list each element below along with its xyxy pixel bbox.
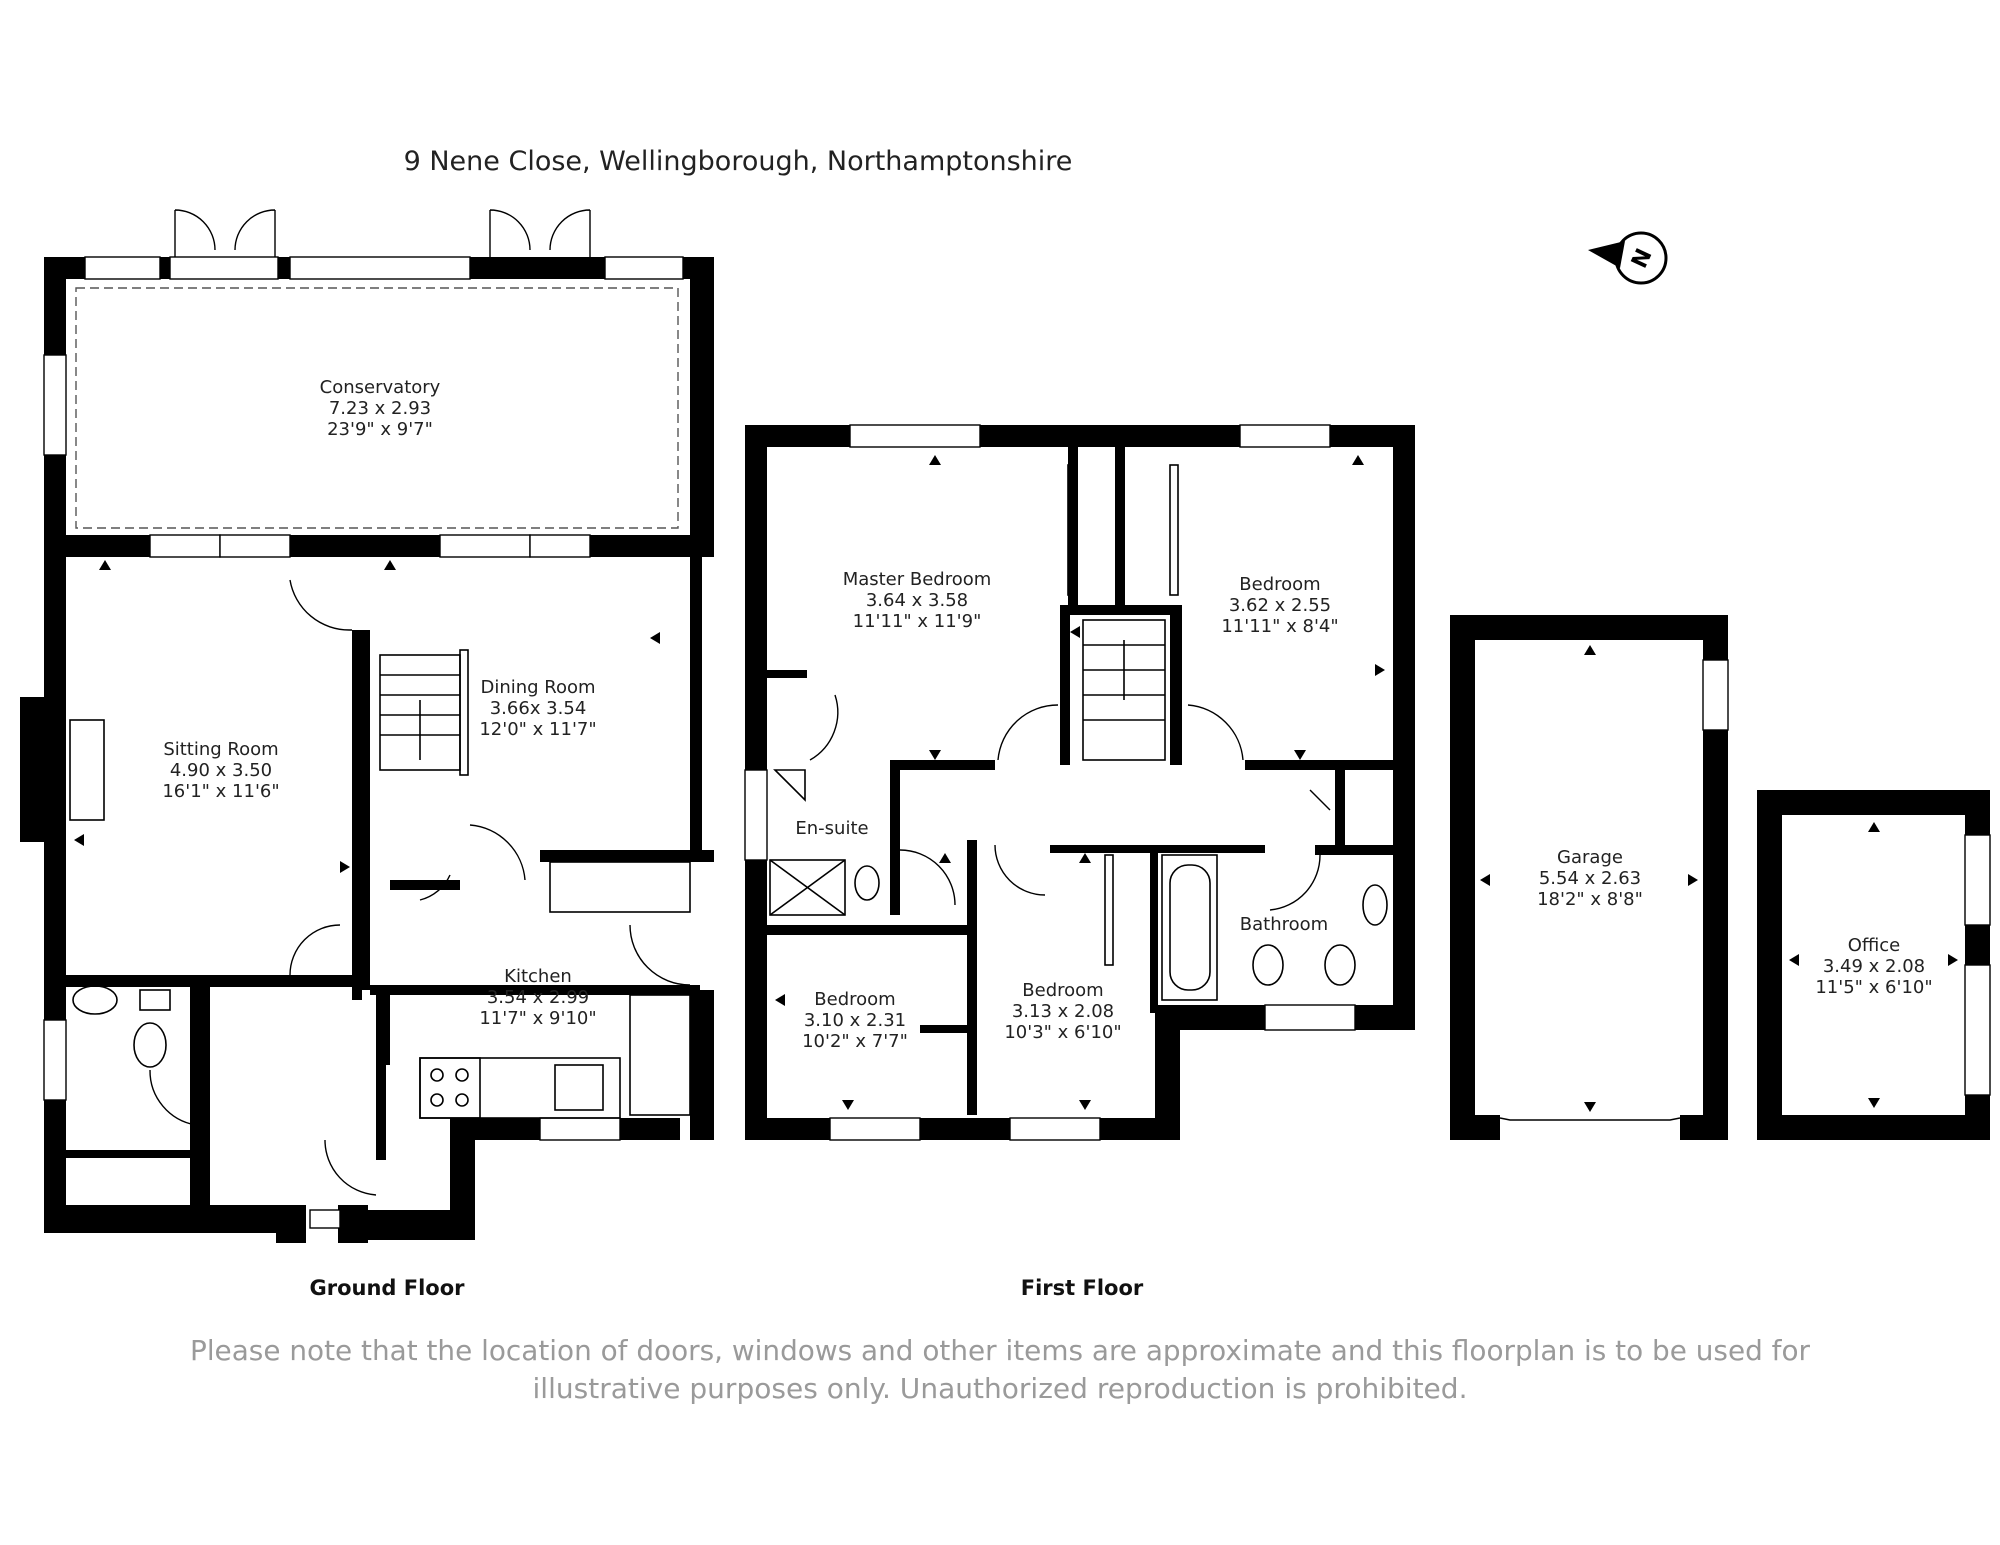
room-name: Bedroom xyxy=(1239,574,1320,595)
room-label-bedroom-4: Bedroom 3.13 x 2.08 10'3" x 6'10" xyxy=(1004,980,1121,1043)
room-dimensions-metric: 3.10 x 2.31 xyxy=(804,1010,906,1031)
room-dimensions-imperial: 10'3" x 6'10" xyxy=(1004,1022,1121,1043)
north-compass-icon: N xyxy=(1588,231,1668,285)
room-name: Bathroom xyxy=(1240,914,1328,935)
room-name: Conservatory xyxy=(320,377,441,398)
room-dimensions-imperial: 10'2" x 7'7" xyxy=(802,1031,908,1052)
room-label-bathroom: Bathroom xyxy=(1240,914,1328,935)
room-dimensions-imperial: 11'7" x 9'10" xyxy=(479,1008,596,1029)
room-name: Master Bedroom xyxy=(843,569,992,590)
compass-north-label: N xyxy=(1627,245,1657,272)
room-dimensions-metric: 3.54 x 2.99 xyxy=(487,987,589,1008)
room-label-garage: Garage 5.54 x 2.63 18'2" x 8'8" xyxy=(1537,847,1643,910)
room-name: Bedroom xyxy=(1022,980,1103,1001)
property-address-title: 9 Nene Close, Wellingborough, Northampto… xyxy=(404,146,1073,177)
room-dimensions-metric: 3.49 x 2.08 xyxy=(1823,956,1925,977)
room-dimensions-metric: 3.66x 3.54 xyxy=(490,698,587,719)
garage-plan xyxy=(1450,615,1729,1140)
disclaimer-line-1: Please note that the location of doors, … xyxy=(190,1334,1810,1367)
room-label-bedroom-3: Bedroom 3.10 x 2.31 10'2" x 7'7" xyxy=(802,989,908,1052)
first-floor-plan xyxy=(744,424,1415,1141)
room-name: Sitting Room xyxy=(163,739,278,760)
room-dimensions-imperial: 23'9" x 9'7" xyxy=(327,419,433,440)
room-dimensions-metric: 3.62 x 2.55 xyxy=(1229,595,1331,616)
room-label-kitchen: Kitchen 3.54 x 2.99 11'7" x 9'10" xyxy=(479,966,596,1029)
room-dimensions-metric: 4.90 x 3.50 xyxy=(170,760,272,781)
room-label-bedroom-2: Bedroom 3.62 x 2.55 11'11" x 8'4" xyxy=(1221,574,1338,637)
room-name: Office xyxy=(1848,935,1901,956)
room-dimensions-imperial: 11'11" x 8'4" xyxy=(1221,616,1338,637)
room-name: Bedroom xyxy=(814,989,895,1010)
room-dimensions-imperial: 11'5" x 6'10" xyxy=(1815,977,1932,998)
room-dimensions-metric: 3.64 x 3.58 xyxy=(866,590,968,611)
disclaimer-line-2: illustrative purposes only. Unauthorized… xyxy=(533,1372,1468,1405)
room-dimensions-metric: 5.54 x 2.63 xyxy=(1539,868,1641,889)
first-floor-label: First Floor xyxy=(1021,1276,1144,1300)
room-name: Kitchen xyxy=(504,966,572,987)
ground-floor-plan xyxy=(20,209,714,1243)
room-name: Garage xyxy=(1557,847,1623,868)
room-label-ensuite: En-suite xyxy=(795,818,868,839)
room-dimensions-imperial: 11'11" x 11'9" xyxy=(853,611,982,632)
office-plan xyxy=(1757,790,1991,1140)
room-dimensions-imperial: 18'2" x 8'8" xyxy=(1537,889,1643,910)
room-dimensions-imperial: 12'0" x 11'7" xyxy=(479,719,596,740)
room-label-sitting-room: Sitting Room 4.90 x 3.50 16'1" x 11'6" xyxy=(162,739,279,802)
room-name: En-suite xyxy=(795,818,868,839)
room-name: Dining Room xyxy=(480,677,595,698)
room-dimensions-metric: 7.23 x 2.93 xyxy=(329,398,431,419)
room-label-conservatory: Conservatory 7.23 x 2.93 23'9" x 9'7" xyxy=(320,377,441,440)
ground-floor-label: Ground Floor xyxy=(309,1276,465,1300)
room-dimensions-imperial: 16'1" x 11'6" xyxy=(162,781,279,802)
room-label-dining-room: Dining Room 3.66x 3.54 12'0" x 11'7" xyxy=(479,677,596,740)
room-label-master-bedroom: Master Bedroom 3.64 x 3.58 11'11" x 11'9… xyxy=(843,569,992,632)
room-dimensions-metric: 3.13 x 2.08 xyxy=(1012,1001,1114,1022)
room-label-office: Office 3.49 x 2.08 11'5" x 6'10" xyxy=(1815,935,1932,998)
